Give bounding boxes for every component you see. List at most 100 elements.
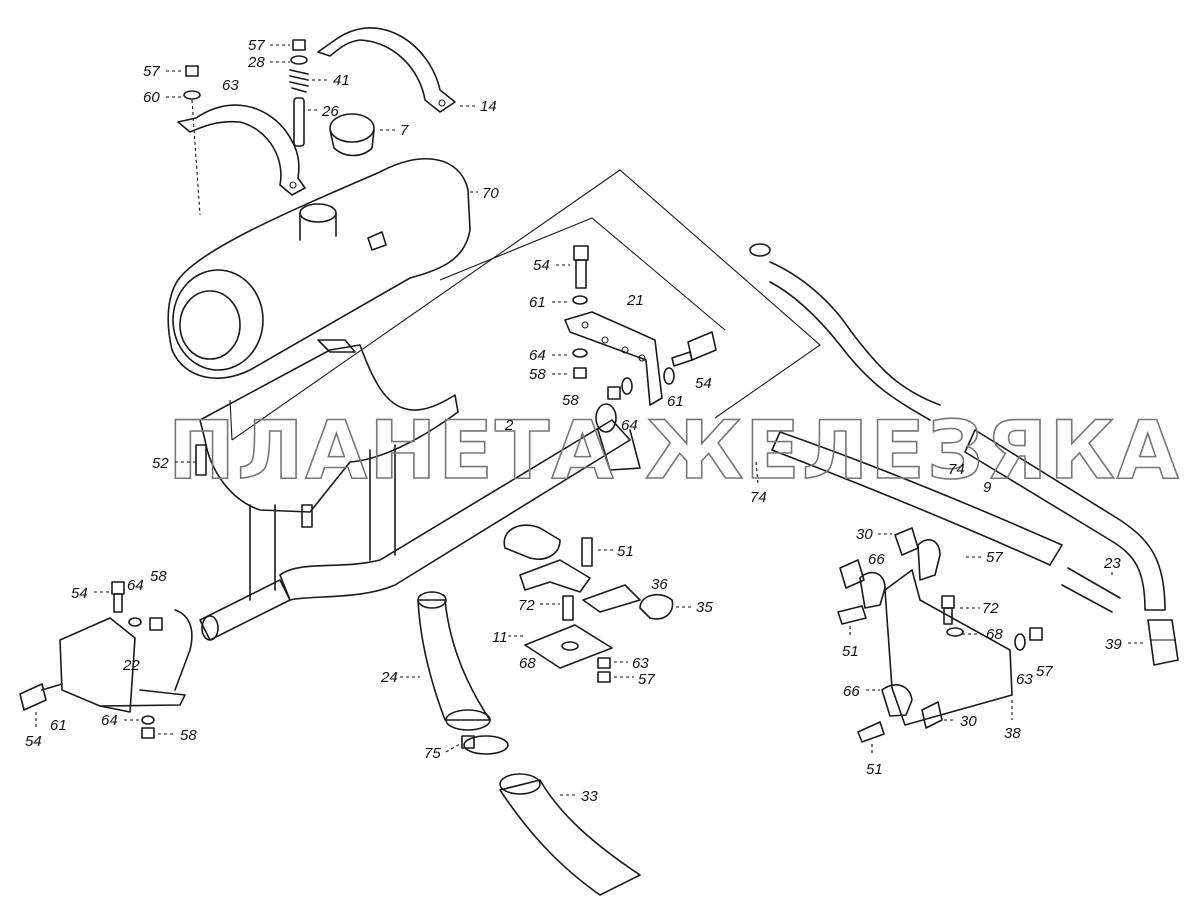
callout-35: 35 xyxy=(696,599,713,616)
hose-clamp-75 xyxy=(461,735,509,755)
callout-64: 64 xyxy=(101,712,118,729)
callout-51: 51 xyxy=(617,543,634,560)
callout-75: 75 xyxy=(424,745,441,762)
callout-11: 11 xyxy=(492,629,508,646)
callout-68: 68 xyxy=(986,626,1003,643)
callout-9: 9 xyxy=(983,479,992,496)
nut-58-upper xyxy=(573,367,587,379)
callout-7: 7 xyxy=(400,122,409,139)
washer-64-side xyxy=(621,377,633,395)
fuel-line-23 xyxy=(1061,567,1121,613)
callout-66: 66 xyxy=(868,551,885,568)
callout-58: 58 xyxy=(529,366,546,383)
bolt-54-bracket-top xyxy=(111,581,125,613)
callout-52: 52 xyxy=(152,455,169,472)
callout-58: 58 xyxy=(180,727,197,744)
callout-39: 39 xyxy=(1105,636,1122,653)
bolt-54-bracket-side xyxy=(19,683,63,711)
callout-30: 30 xyxy=(856,526,873,543)
bracket-38 xyxy=(884,569,1013,726)
tank-70 xyxy=(167,157,471,379)
bolt-51-lower-right xyxy=(857,721,885,743)
callout-63: 63 xyxy=(632,655,649,672)
callout-57: 57 xyxy=(986,549,1003,566)
callout-61: 61 xyxy=(50,717,67,734)
washer-28 xyxy=(290,55,308,65)
filler-cap-7 xyxy=(329,113,375,157)
bolt-54-upper xyxy=(573,245,589,289)
callout-66: 66 xyxy=(843,683,860,700)
bracket-22 xyxy=(59,609,193,713)
callout-74: 74 xyxy=(750,489,767,506)
nut-58-side xyxy=(607,386,621,400)
callout-54: 54 xyxy=(533,257,550,274)
callout-64: 64 xyxy=(127,577,144,594)
callout-60: 60 xyxy=(143,89,160,106)
callout-54: 54 xyxy=(25,733,42,750)
callout-41: 41 xyxy=(333,72,350,89)
clamp-strap-right xyxy=(317,27,456,113)
callout-51: 51 xyxy=(842,643,859,660)
callout-labels: 57 28 41 57 63 60 26 7 14 70 54 61 21 64… xyxy=(25,37,1144,805)
callout-21: 21 xyxy=(626,292,644,309)
callout-24: 24 xyxy=(380,669,398,686)
callout-57: 57 xyxy=(638,671,655,688)
callout-51: 51 xyxy=(866,761,883,778)
exhaust-pipe-2 xyxy=(199,403,641,641)
washer-63-right xyxy=(1014,633,1026,651)
bolt-72-right xyxy=(941,595,955,625)
callout-36: 36 xyxy=(651,576,668,593)
callout-64: 64 xyxy=(529,347,546,364)
washer-64-bracket-bottom xyxy=(141,715,155,725)
fuel-line-9 xyxy=(964,429,1166,611)
clamp-30-66-lower xyxy=(881,684,943,729)
fuel-line-upper xyxy=(749,243,941,421)
callout-14: 14 xyxy=(480,98,497,115)
nut-58-bracket-top xyxy=(149,617,163,631)
callout-2: 2 xyxy=(504,417,514,434)
bolt-26 xyxy=(293,97,305,147)
callout-74: 74 xyxy=(948,461,965,478)
callout-57: 57 xyxy=(248,37,265,54)
frame-plate-outline xyxy=(229,169,821,441)
callout-61: 61 xyxy=(529,294,546,311)
callout-26: 26 xyxy=(321,103,339,120)
nut-57-left xyxy=(185,65,199,77)
callout-70: 70 xyxy=(482,185,499,202)
hose-33 xyxy=(499,773,641,896)
nut-57-top xyxy=(292,39,306,51)
callout-38: 38 xyxy=(1004,725,1021,742)
callout-57: 57 xyxy=(1036,663,1053,680)
washer-64-upper xyxy=(572,348,588,358)
clamp-30-66-upper xyxy=(839,527,941,609)
callout-22: 22 xyxy=(122,657,140,674)
callout-54: 54 xyxy=(71,585,88,602)
callout-63: 63 xyxy=(222,77,239,94)
spring-41 xyxy=(289,69,309,93)
washer-64-bracket-top xyxy=(128,617,142,627)
clamp-strap-left xyxy=(177,104,306,196)
fuel-line-lower xyxy=(771,431,1063,566)
callout-72: 72 xyxy=(518,597,535,614)
callout-68: 68 xyxy=(519,655,536,672)
hose-24 xyxy=(417,591,491,731)
tank-support-52 xyxy=(195,339,459,528)
callout-23: 23 xyxy=(1103,555,1121,572)
clamp-set-center xyxy=(503,524,674,683)
callout-54: 54 xyxy=(695,375,712,392)
callout-28: 28 xyxy=(247,54,265,71)
nut-58-bracket-bottom xyxy=(141,727,155,739)
callout-33: 33 xyxy=(581,788,598,805)
callout-72: 72 xyxy=(982,600,999,617)
callout-58: 58 xyxy=(562,392,579,409)
bolt-54-side xyxy=(671,331,717,367)
callout-61: 61 xyxy=(667,393,684,410)
nut-57-right xyxy=(1029,627,1043,641)
washer-61-upper xyxy=(572,295,588,305)
washer-61-side xyxy=(663,367,675,385)
bracket-21 xyxy=(564,311,663,406)
callout-63: 63 xyxy=(1016,671,1033,688)
washer-63 xyxy=(183,90,201,100)
watermark-text: ПЛАНЕТА ЖЕЛЕЗЯКА xyxy=(168,404,1181,497)
